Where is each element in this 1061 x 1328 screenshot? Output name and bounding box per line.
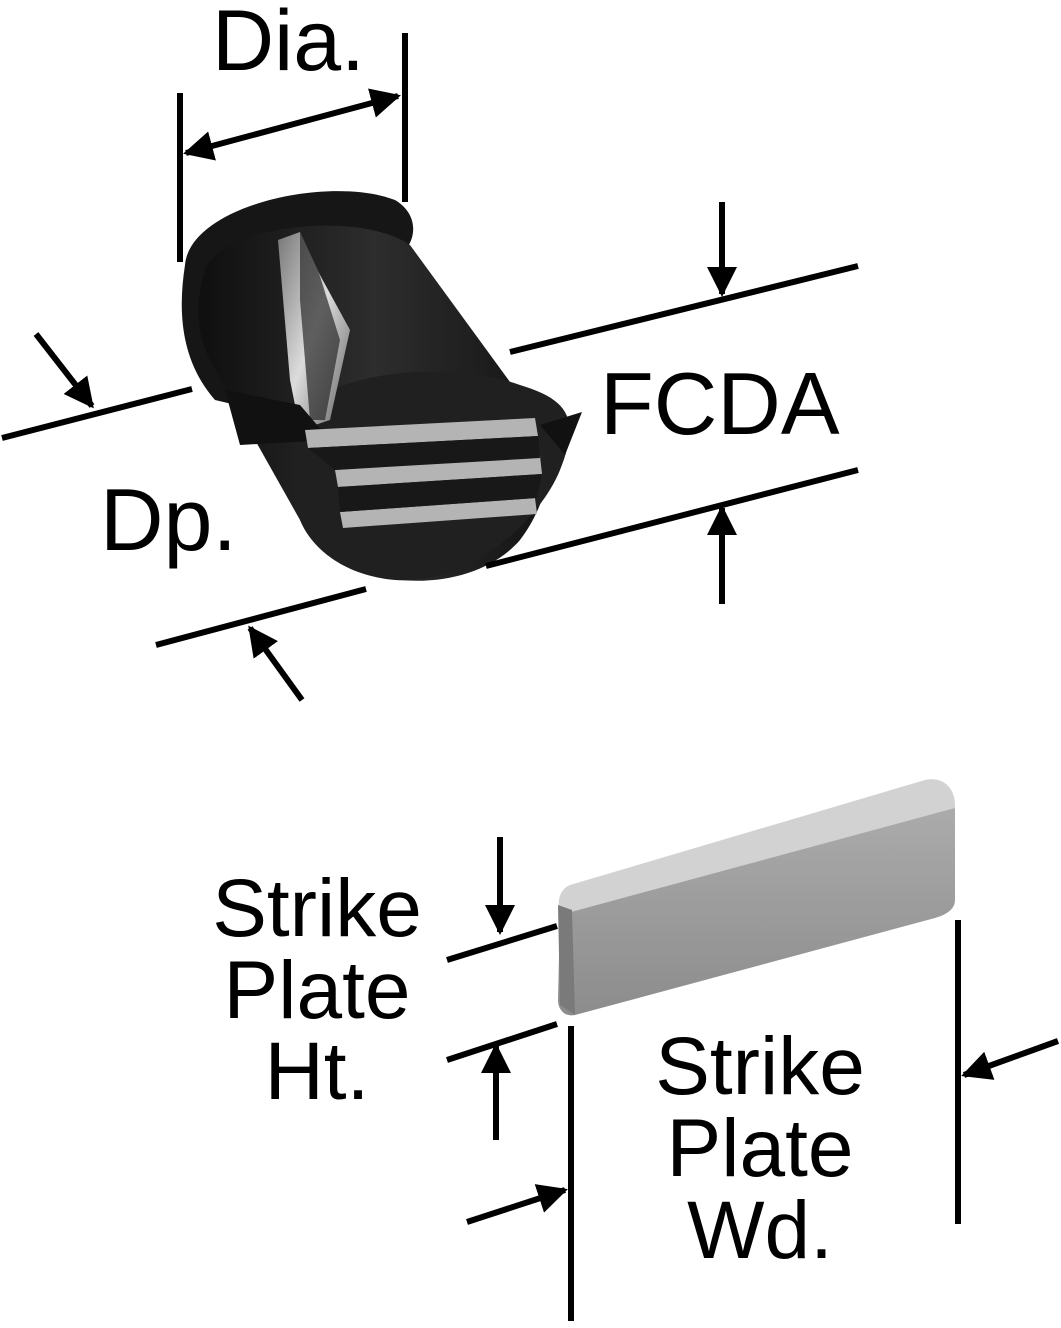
strike-plate-height-line-3: Ht.	[264, 1026, 370, 1118]
strike-plate-top	[558, 779, 955, 920]
label-diameter: Dia.	[212, 0, 365, 89]
wd-arrow-left	[466, 1184, 568, 1225]
strike-plate-width-line-3: Wd.	[687, 1185, 833, 1276]
metal-insert-3	[340, 498, 537, 528]
strike-plate-front	[558, 808, 955, 1016]
strike-plate-height-line-2: Plate	[223, 944, 411, 1036]
dp-arrow-bottom	[247, 625, 305, 702]
wd-arrow-right	[961, 1038, 1060, 1080]
strike-plate-height-line-1: Strike	[212, 863, 422, 954]
label-depth: Dp.	[100, 470, 237, 569]
latch-illustration	[181, 191, 582, 581]
latch-wedge	[225, 390, 330, 445]
fcda-extension-top	[509, 263, 859, 355]
ht-extension-top	[446, 923, 558, 963]
label-fcda: FCDA	[600, 354, 840, 453]
dimension-lines-latch	[1, 33, 859, 702]
metal-insert-2	[335, 456, 542, 487]
strike-plate-width-line-2: Plate	[666, 1103, 854, 1194]
dp-arrow-top	[33, 332, 95, 409]
dp-extension-bottom	[155, 586, 367, 648]
dp-extension-top	[1, 386, 193, 441]
strike-plate-width-line-1: Strike	[655, 1021, 865, 1112]
dia-dimension-line	[183, 88, 401, 161]
dimension-lines-strike-plate	[446, 837, 1060, 1321]
metal-insert-1	[305, 418, 538, 448]
label-strike-plate-height: Strike Plate Ht.	[184, 868, 450, 1113]
fcda-extension-bottom	[485, 467, 859, 569]
strike-plate-illustration	[558, 779, 955, 1016]
ht-extension-bottom	[446, 1021, 558, 1063]
latch-wedge-right	[540, 412, 582, 455]
strike-plate-end	[558, 905, 575, 1015]
label-strike-plate-width: Strike Plate Wd.	[624, 1026, 896, 1272]
latch-slot-shadow	[300, 232, 340, 420]
